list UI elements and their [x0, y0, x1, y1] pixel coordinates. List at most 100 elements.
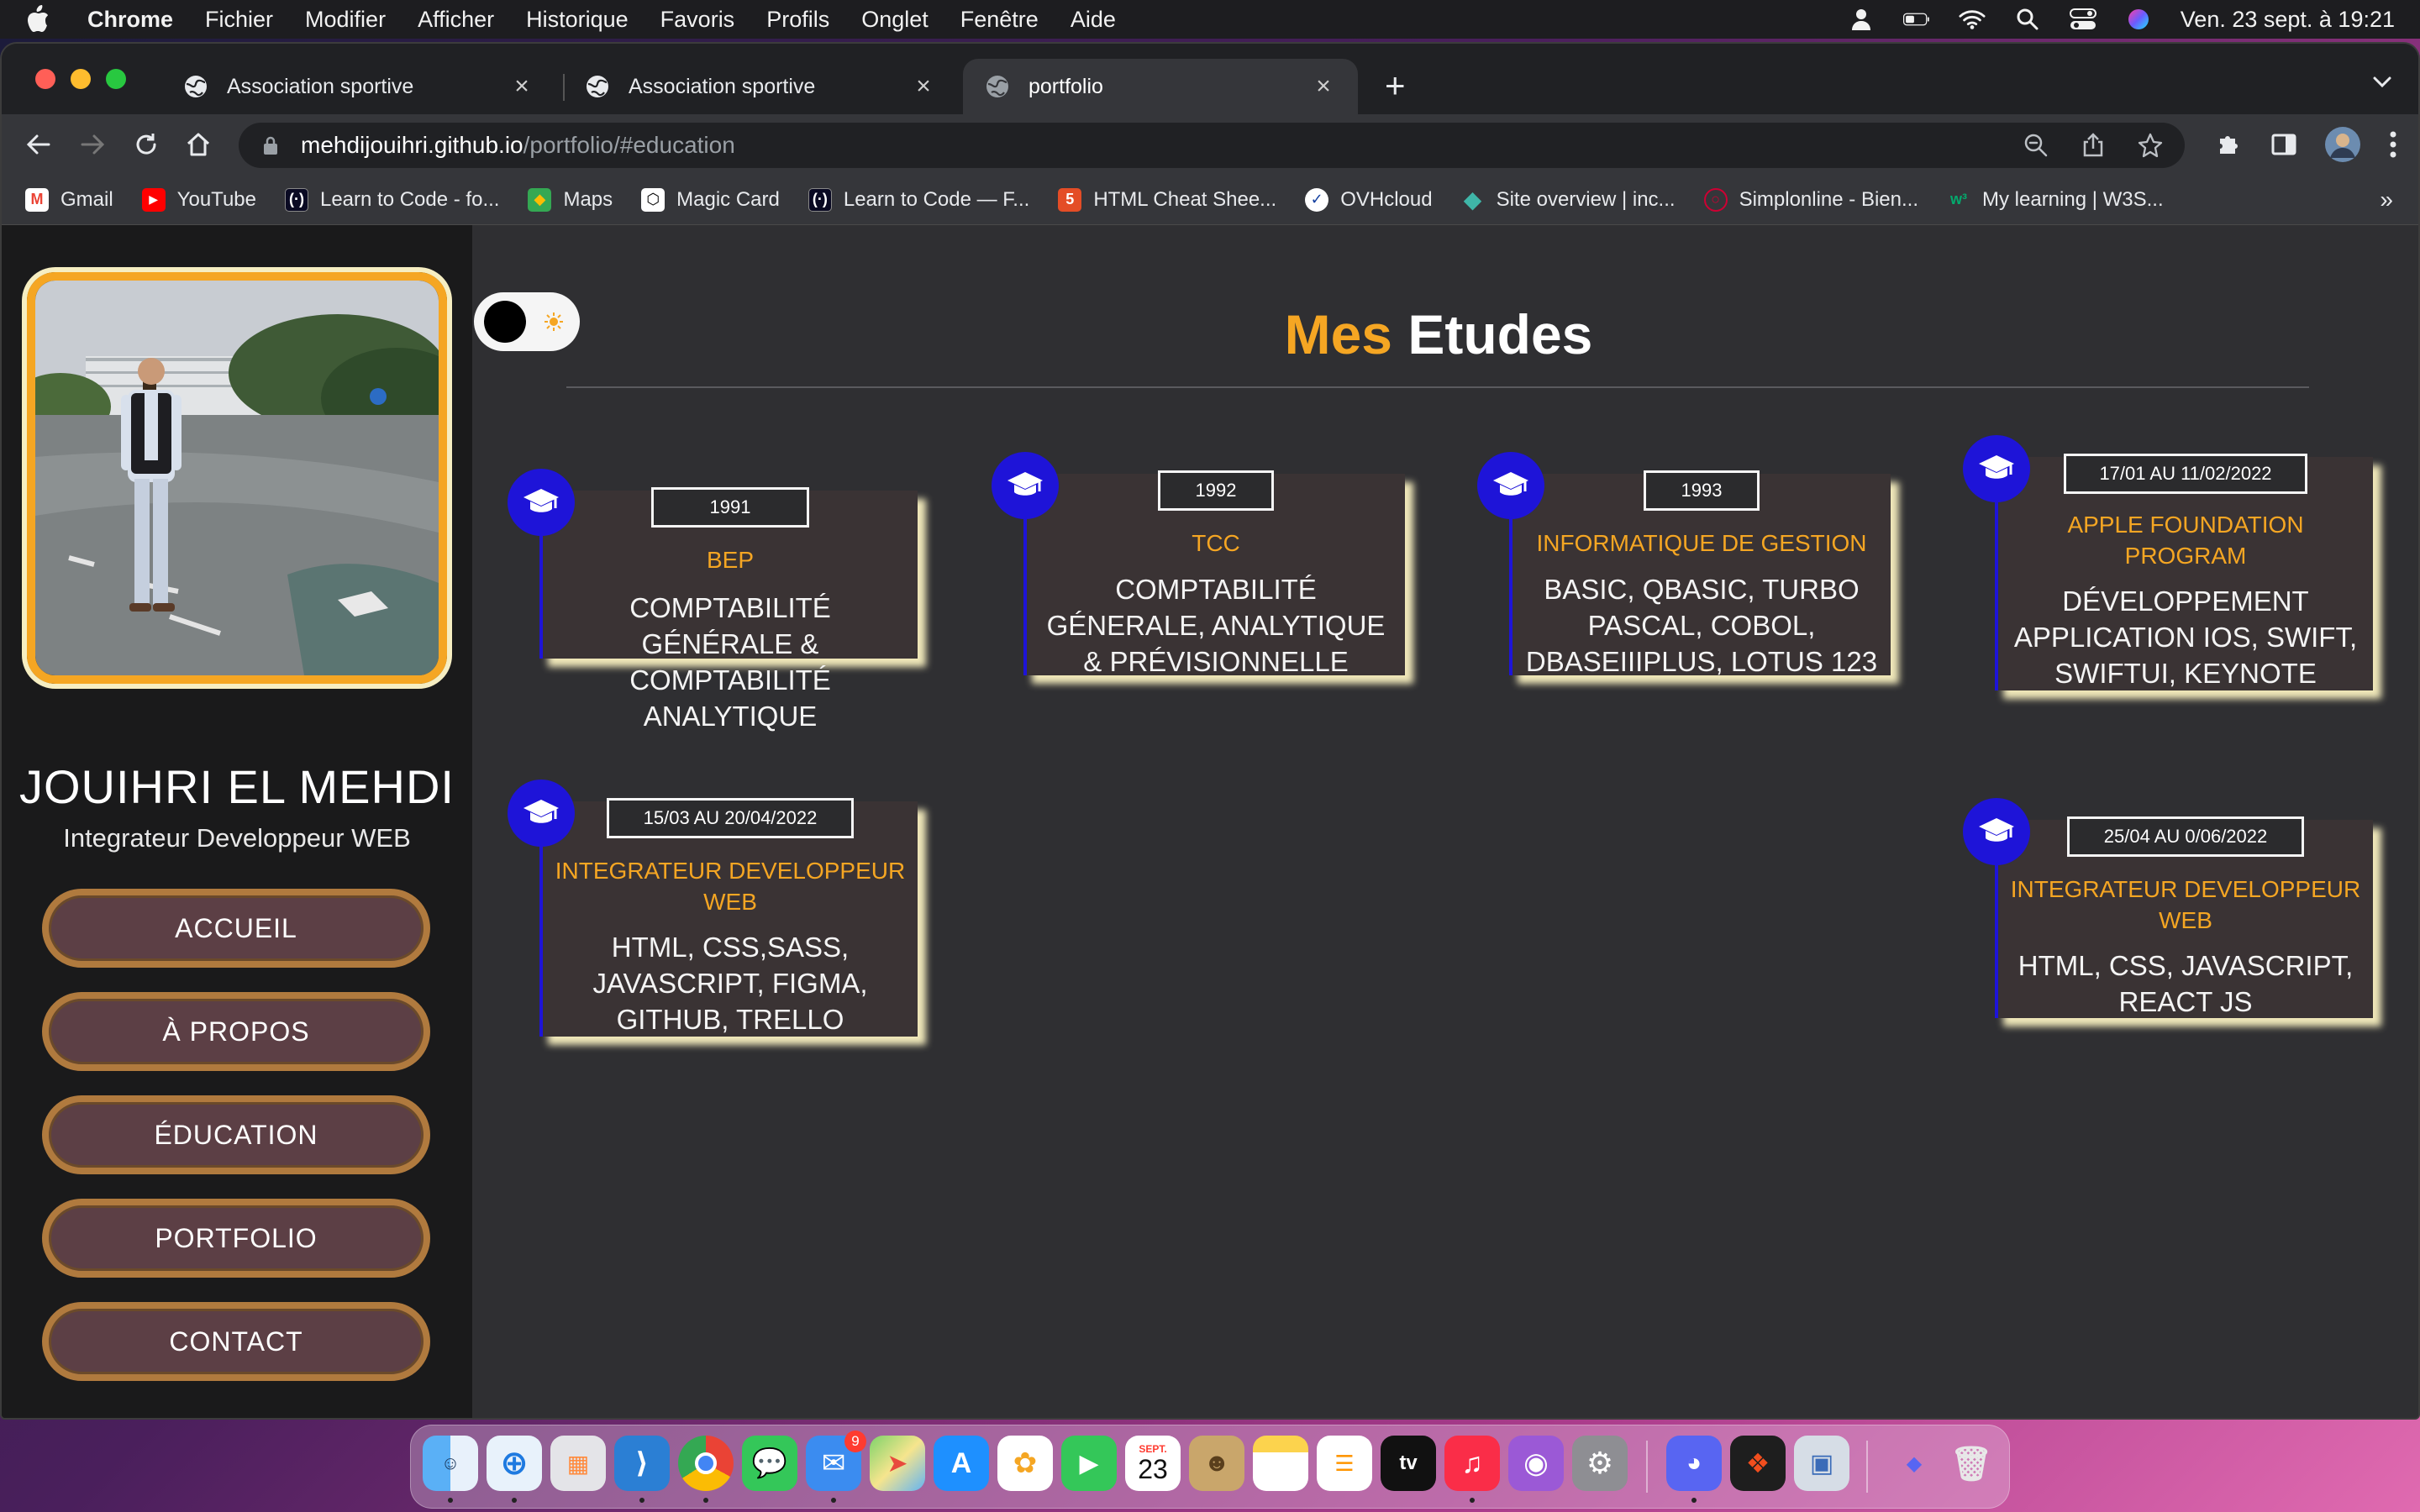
dock-apple-tv[interactable]: tv	[1381, 1436, 1436, 1491]
education-card-2: 1992 TCC COMPTABILITÉ GÉNERALE, ANALYTIQ…	[1023, 470, 1405, 677]
wifi-icon[interactable]	[1959, 6, 1986, 33]
bookmark-magic-card[interactable]: ⬡Magic Card	[641, 187, 780, 212]
nav-accueil[interactable]: ACCUEIL	[42, 889, 430, 968]
dock-podcasts[interactable]: ◉	[1508, 1436, 1564, 1491]
reload-button[interactable]	[129, 128, 163, 161]
minimize-window-button[interactable]	[71, 69, 91, 89]
bookmark-star-icon[interactable]	[2138, 133, 2163, 158]
share-icon[interactable]	[2081, 133, 2106, 158]
dock-notes[interactable]	[1253, 1436, 1308, 1491]
menu-historique[interactable]: Historique	[526, 6, 629, 32]
menu-fichier[interactable]: Fichier	[205, 6, 274, 32]
bookmark-label: Learn to Code - fo...	[319, 187, 500, 211]
close-window-button[interactable]	[35, 69, 55, 89]
spotlight-search-icon[interactable]	[2014, 6, 2041, 33]
dock-trash[interactable]: 🗑	[1949, 1445, 1993, 1483]
dock-figma[interactable]: ❖	[1730, 1436, 1786, 1491]
bookmark-ovhcloud[interactable]: ✓OVHcloud	[1305, 187, 1433, 212]
lock-icon[interactable]	[260, 135, 281, 155]
dock-contacts[interactable]: ☻	[1189, 1436, 1244, 1491]
tab-association-sportive-2[interactable]: Association sportive ×	[563, 59, 958, 114]
education-description: HTML, CSS,SASS, JAVASCRIPT, FIGMA, GITHU…	[592, 932, 868, 1035]
dock-reminders[interactable]: ☰	[1317, 1436, 1372, 1491]
nav-contact[interactable]: CONTACT	[42, 1302, 430, 1381]
education-description: HTML, CSS, JAVASCRIPT, REACT JS	[2018, 950, 2354, 1017]
close-tab-icon[interactable]: ×	[1316, 72, 1331, 100]
dock-system-preferences[interactable]: ⚙	[1572, 1436, 1628, 1491]
menu-afficher[interactable]: Afficher	[418, 6, 495, 32]
dock-mail[interactable]: ✉9	[806, 1431, 866, 1491]
education-course: INFORMATIQUE DE GESTION	[1536, 530, 1867, 556]
dock-messages[interactable]: 💬	[742, 1436, 797, 1491]
dock-calendar[interactable]: SEPT.23	[1125, 1436, 1181, 1491]
dock-safari[interactable]: ⊕	[487, 1436, 542, 1491]
user-icon[interactable]	[1848, 6, 1875, 33]
nav-portfolio[interactable]: PORTFOLIO	[42, 1199, 430, 1278]
nav-education[interactable]: ÉDUCATION	[42, 1095, 430, 1174]
education-date: 17/01 AU 11/02/2022	[2064, 454, 2307, 494]
apple-logo-icon[interactable]	[25, 5, 50, 34]
zoom-out-icon[interactable]	[2023, 133, 2049, 158]
home-button[interactable]	[182, 128, 215, 161]
battery-icon[interactable]	[1902, 6, 1930, 33]
bookmark-label: HTML Cheat Shee...	[1093, 187, 1277, 211]
zoom-window-button[interactable]	[106, 69, 126, 89]
forward-button[interactable]	[76, 128, 109, 161]
dock-maps[interactable]: ➤	[870, 1436, 925, 1491]
bookmark-maps[interactable]: ◆Maps	[528, 187, 613, 212]
profile-avatar-icon[interactable]	[2324, 126, 2361, 163]
extensions-puzzle-icon[interactable]	[2215, 130, 2244, 159]
menu-modifier[interactable]: Modifier	[305, 6, 387, 32]
bookmarks-overflow-button[interactable]: »	[2380, 186, 2393, 213]
siri-icon[interactable]	[2125, 6, 2152, 33]
graduation-cap-icon	[508, 780, 575, 847]
dock-app-store[interactable]: A	[934, 1436, 989, 1491]
dock-vscode[interactable]: ⟩	[614, 1436, 670, 1491]
menu-profils[interactable]: Profils	[766, 6, 830, 32]
tab-association-sportive-1[interactable]: Association sportive ×	[161, 59, 556, 114]
bookmark-simplonline[interactable]: ○Simplonline - Bien...	[1703, 187, 1918, 212]
back-button[interactable]	[22, 128, 55, 161]
bookmark-learn-to-code-1[interactable]: (·)Learn to Code - fo...	[284, 187, 500, 212]
simplon-icon: ○	[1703, 187, 1728, 212]
new-tab-button[interactable]: +	[1385, 66, 1406, 105]
education-course: APPLE FOUNDATION PROGRAM	[2067, 512, 2304, 569]
menu-bar-datetime[interactable]: Ven. 23 sept. à 19:21	[2180, 6, 2395, 32]
menu-fenetre[interactable]: Fenêtre	[960, 6, 1039, 32]
bookmark-site-overview[interactable]: ◆Site overview | inc...	[1461, 186, 1676, 213]
dock-preview[interactable]: ▣	[1794, 1436, 1849, 1491]
dock-discord[interactable]: ◕	[1666, 1436, 1722, 1491]
address-bar[interactable]: mehdijouihri.github.io/portfolio/#educat…	[239, 123, 2185, 168]
dock-chrome[interactable]	[678, 1436, 734, 1491]
nav-a-propos[interactable]: À PROPOS	[42, 992, 430, 1071]
tab-search-chevron-icon[interactable]	[2370, 69, 2395, 94]
dock-music[interactable]: ♫	[1444, 1436, 1500, 1491]
dock-running-dot	[639, 1498, 644, 1503]
menu-app-name[interactable]: Chrome	[87, 6, 174, 32]
bookmark-youtube[interactable]: ▶YouTube	[141, 187, 256, 212]
dock-launchpad[interactable]: ▦	[550, 1436, 606, 1491]
tab-portfolio[interactable]: portfolio ×	[963, 59, 1358, 114]
close-tab-icon[interactable]: ×	[916, 72, 931, 100]
side-panel-icon[interactable]	[2270, 131, 2297, 158]
menu-onglet[interactable]: Onglet	[861, 6, 929, 32]
tab-title: Association sportive	[629, 74, 816, 98]
dock-downloads-folder[interactable]: ◆	[1906, 1452, 1923, 1475]
dock-finder[interactable]: ☺	[423, 1436, 478, 1491]
codepen-icon: ⬡	[641, 187, 666, 212]
close-tab-icon[interactable]: ×	[514, 72, 529, 100]
dock-facetime[interactable]: ▶	[1061, 1436, 1117, 1491]
menu-favoris[interactable]: Favoris	[660, 6, 735, 32]
theme-toggle[interactable]	[474, 292, 580, 351]
control-center-icon[interactable]	[2069, 6, 2096, 33]
dock-photos[interactable]: ✿	[997, 1436, 1053, 1491]
toolbar-right-actions	[2215, 126, 2398, 163]
bookmark-learn-to-code-2[interactable]: (·)Learn to Code — F...	[808, 187, 1029, 212]
menu-aide[interactable]: Aide	[1070, 6, 1116, 32]
bookmark-label: My learning | W3S...	[1982, 187, 2164, 211]
freecodecamp-icon: (·)	[808, 187, 832, 212]
chrome-menu-icon[interactable]	[2388, 129, 2398, 160]
